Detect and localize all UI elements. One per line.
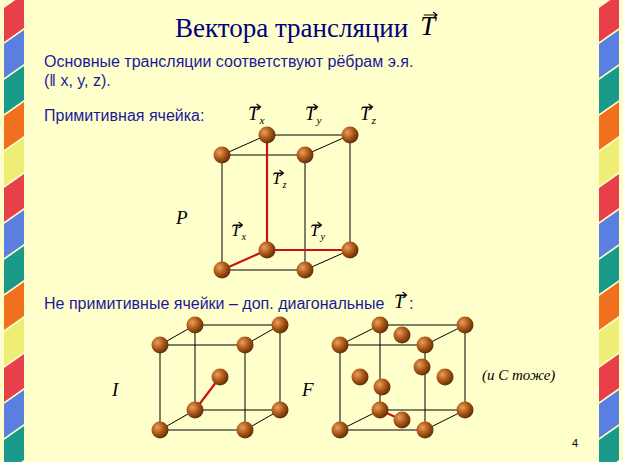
vector-index: x	[260, 114, 265, 126]
note: (и C тоже)	[482, 367, 555, 384]
vector-index: y	[317, 114, 322, 126]
vector-letter: T	[248, 103, 259, 124]
vector-letter: T	[272, 169, 281, 188]
cell-type: F	[302, 380, 314, 401]
slide-title: Вектора трансляции	[175, 14, 408, 44]
vector-arrow	[231, 221, 244, 229]
text-line: Не примитивные ячейки – доп. диагональны…	[44, 295, 384, 313]
vector-letter: T	[231, 221, 240, 240]
vector-symbol: Ty	[310, 222, 325, 241]
vector-arrow	[360, 103, 375, 111]
vector-index: z	[282, 179, 286, 190]
page-number: 4	[572, 437, 578, 449]
vector-symbol: Tz	[272, 170, 286, 189]
vector-symbol: T	[420, 12, 435, 42]
vector-symbol: T	[394, 292, 405, 313]
vector-letter: T	[305, 103, 316, 124]
vector-letter: T	[394, 291, 405, 312]
cell-type: P	[176, 208, 188, 229]
stripe	[4, 426, 24, 462]
text-line: Примитивная ячейка:	[44, 107, 204, 125]
vector-letter: T	[360, 103, 371, 124]
vector-arrow	[305, 103, 320, 111]
vector-symbol: Tz	[360, 104, 376, 125]
vector-letter: T	[310, 221, 319, 240]
vector-index: y	[320, 231, 325, 242]
text-line: (‖ x, y, z).	[44, 72, 111, 90]
vector-arrow	[420, 11, 439, 19]
vector-arrow	[310, 221, 323, 229]
stripe	[599, 426, 619, 462]
text-line: Основные трансляции соответствуют рёбрам…	[44, 53, 413, 71]
vector-arrow	[394, 291, 409, 299]
vector-arrow	[248, 103, 263, 111]
vector-symbol: Ty	[305, 104, 322, 125]
vector-symbol: Tx	[248, 104, 265, 125]
text-line: :	[409, 295, 413, 313]
vector-index: x	[241, 231, 246, 242]
vector-symbol: Tx	[231, 222, 246, 241]
cell-type: I	[112, 380, 118, 401]
vector-index: z	[372, 114, 376, 126]
vector-arrow	[272, 169, 285, 177]
